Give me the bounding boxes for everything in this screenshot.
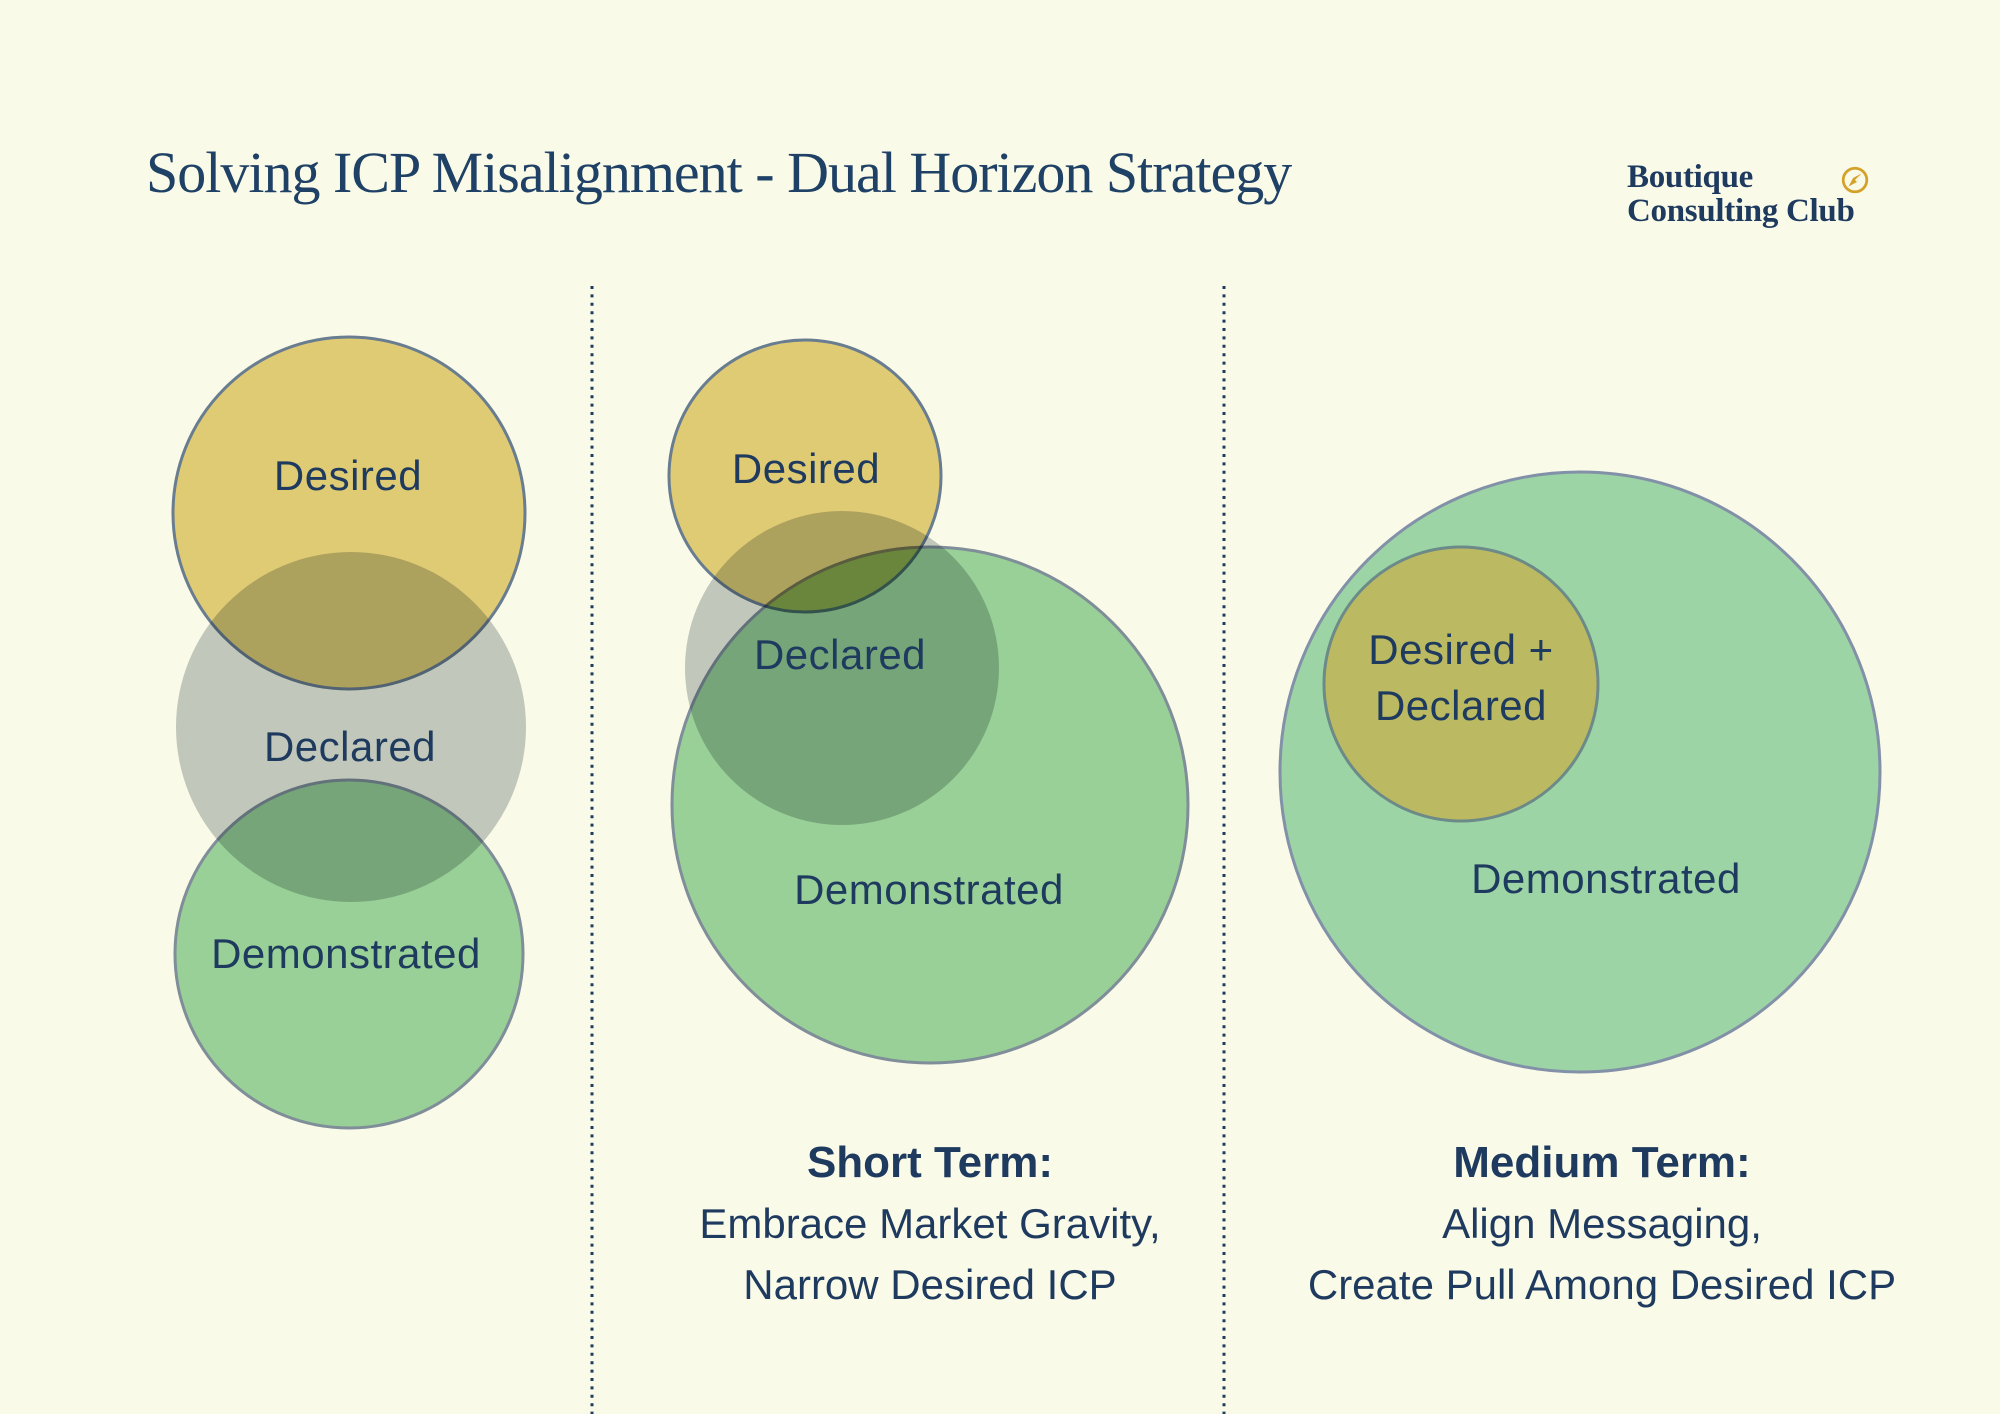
middle-desired-label: Desired — [731, 445, 881, 492]
middle-desired-circle — [667, 338, 943, 614]
right-panel-venn — [1278, 470, 1882, 1074]
left-demonstrated-label: Demonstrated — [211, 930, 481, 977]
medium-term-line1: Align Messaging, — [1442, 1200, 1762, 1247]
left-desired-circle — [171, 335, 527, 691]
short-term-heading: Short Term: — [806, 1138, 1054, 1187]
middle-panel-venn — [667, 338, 1190, 1065]
brand-logo: Boutique Consulting Club — [1627, 160, 1855, 228]
compass-icon — [1841, 166, 1869, 194]
medium-term-heading: Medium Term: — [1453, 1138, 1751, 1187]
middle-demonstrated-label: Demonstrated — [794, 866, 1064, 913]
brand-logo-line1: Boutique — [1627, 159, 1753, 195]
short-term-note: Short Term: Embrace Market Gravity, Narr… — [699, 1132, 1160, 1315]
left-panel-venn — [171, 335, 527, 1130]
brand-logo-line2: Consulting Club — [1627, 193, 1855, 229]
medium-term-note: Medium Term: Align Messaging, Create Pul… — [1308, 1132, 1896, 1315]
left-desired-label: Desired — [273, 452, 423, 499]
right-inner-label-line2: Declared — [1374, 682, 1548, 729]
short-term-line1: Embrace Market Gravity, — [699, 1200, 1161, 1247]
right-demonstrated-label: Demonstrated — [1471, 855, 1741, 902]
page-title: Solving ICP Misalignment - Dual Horizon … — [146, 140, 1292, 205]
right-inner-label-line1: Desired + — [1368, 626, 1554, 673]
right-desired-declared-circle — [1322, 545, 1600, 823]
left-demonstrated-circle — [173, 778, 525, 1130]
middle-declared-label: Declared — [753, 631, 927, 678]
medium-term-line2: Create Pull Among Desired ICP — [1307, 1261, 1897, 1308]
middle-demonstrated-circle — [670, 545, 1190, 1065]
right-inner-label: Desired + Declared — [1368, 622, 1553, 734]
short-term-line2: Narrow Desired ICP — [743, 1261, 1117, 1308]
left-declared-label: Declared — [263, 723, 437, 770]
